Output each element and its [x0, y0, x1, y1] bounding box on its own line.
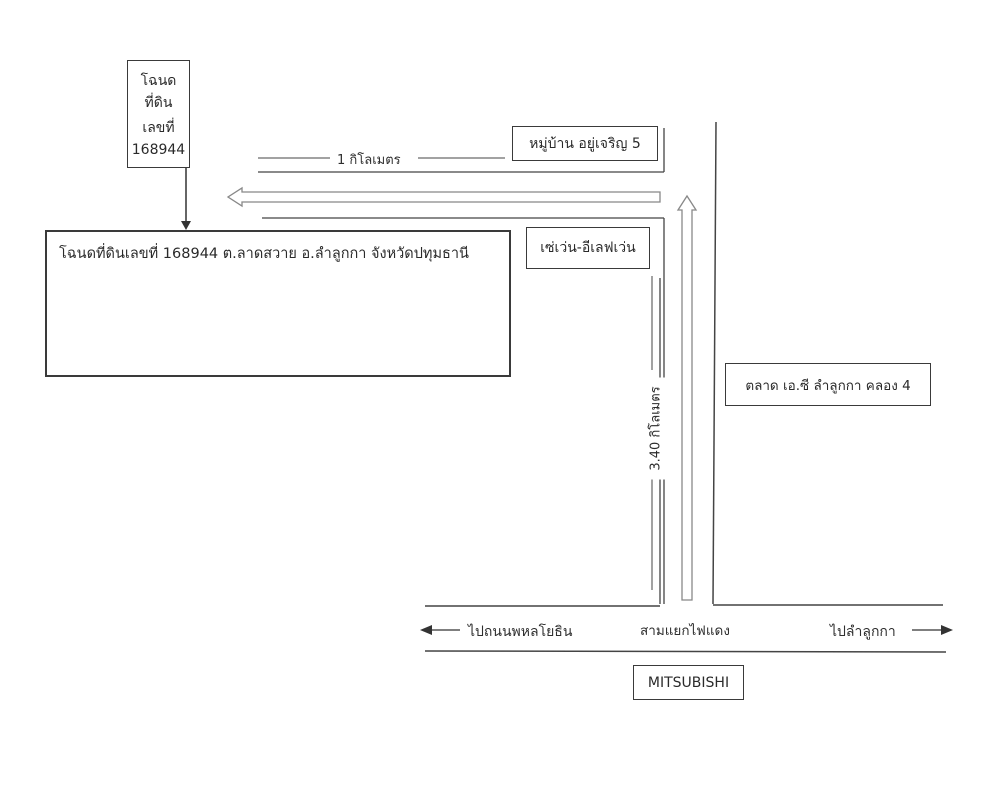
distance-horizontal-label: 1 กิโลเมตร: [337, 153, 401, 168]
seven-eleven-label: เซ่เว่น-อีเลฟเว่น: [540, 240, 636, 256]
deed-connector-arrowhead: [181, 221, 191, 230]
deed-box-line1: โฉนดที่ดิน: [140, 73, 177, 112]
to-phahonyothin-label: ไปถนนพหลโยธิน: [468, 624, 573, 640]
seven-eleven-box: เซ่เว่น-อีเลฟเว่น: [526, 227, 650, 269]
village-label: หมู่บ้าน อยู่เจริญ 5: [529, 135, 641, 152]
mitsubishi-label: MITSUBISHI: [647, 674, 730, 691]
to-lam-luk-ka-label: ไปลำลูกกา: [830, 624, 896, 640]
market-label: ตลาด เอ.ซี ลำลูกกา คลอง 4: [745, 377, 911, 394]
highway-lower: [424, 650, 947, 653]
route-arrow-left: [226, 186, 661, 208]
intersection-label: สามแยกไฟแดง: [640, 623, 730, 639]
deed-detail-title: โฉนดที่ดินเลขที่ 168944 ต.ลาดสวาย อ.ลำลู…: [59, 246, 469, 262]
main-road-right-edge: [712, 121, 717, 605]
deed-box-line2: เลขที่: [142, 119, 175, 136]
distance-vertical-label: 3.40 กิโลเมตร: [644, 377, 666, 480]
direction-right-arrowhead: [941, 625, 953, 635]
mitsubishi-box: MITSUBISHI: [633, 665, 744, 700]
market-box: ตลาด เอ.ซี ลำลูกกา คลอง 4: [725, 363, 931, 406]
deed-number-box: โฉนดที่ดิน เลขที่ 168944: [127, 60, 190, 168]
deed-detail-box: โฉนดที่ดินเลขที่ 168944 ต.ลาดสวาย อ.ลำลู…: [45, 230, 511, 377]
route-arrow-up: [676, 194, 698, 601]
deed-box-number: 168944: [131, 141, 186, 158]
direction-left-arrowhead: [420, 625, 432, 635]
village-box: หมู่บ้าน อยู่เจริญ 5: [512, 126, 658, 161]
